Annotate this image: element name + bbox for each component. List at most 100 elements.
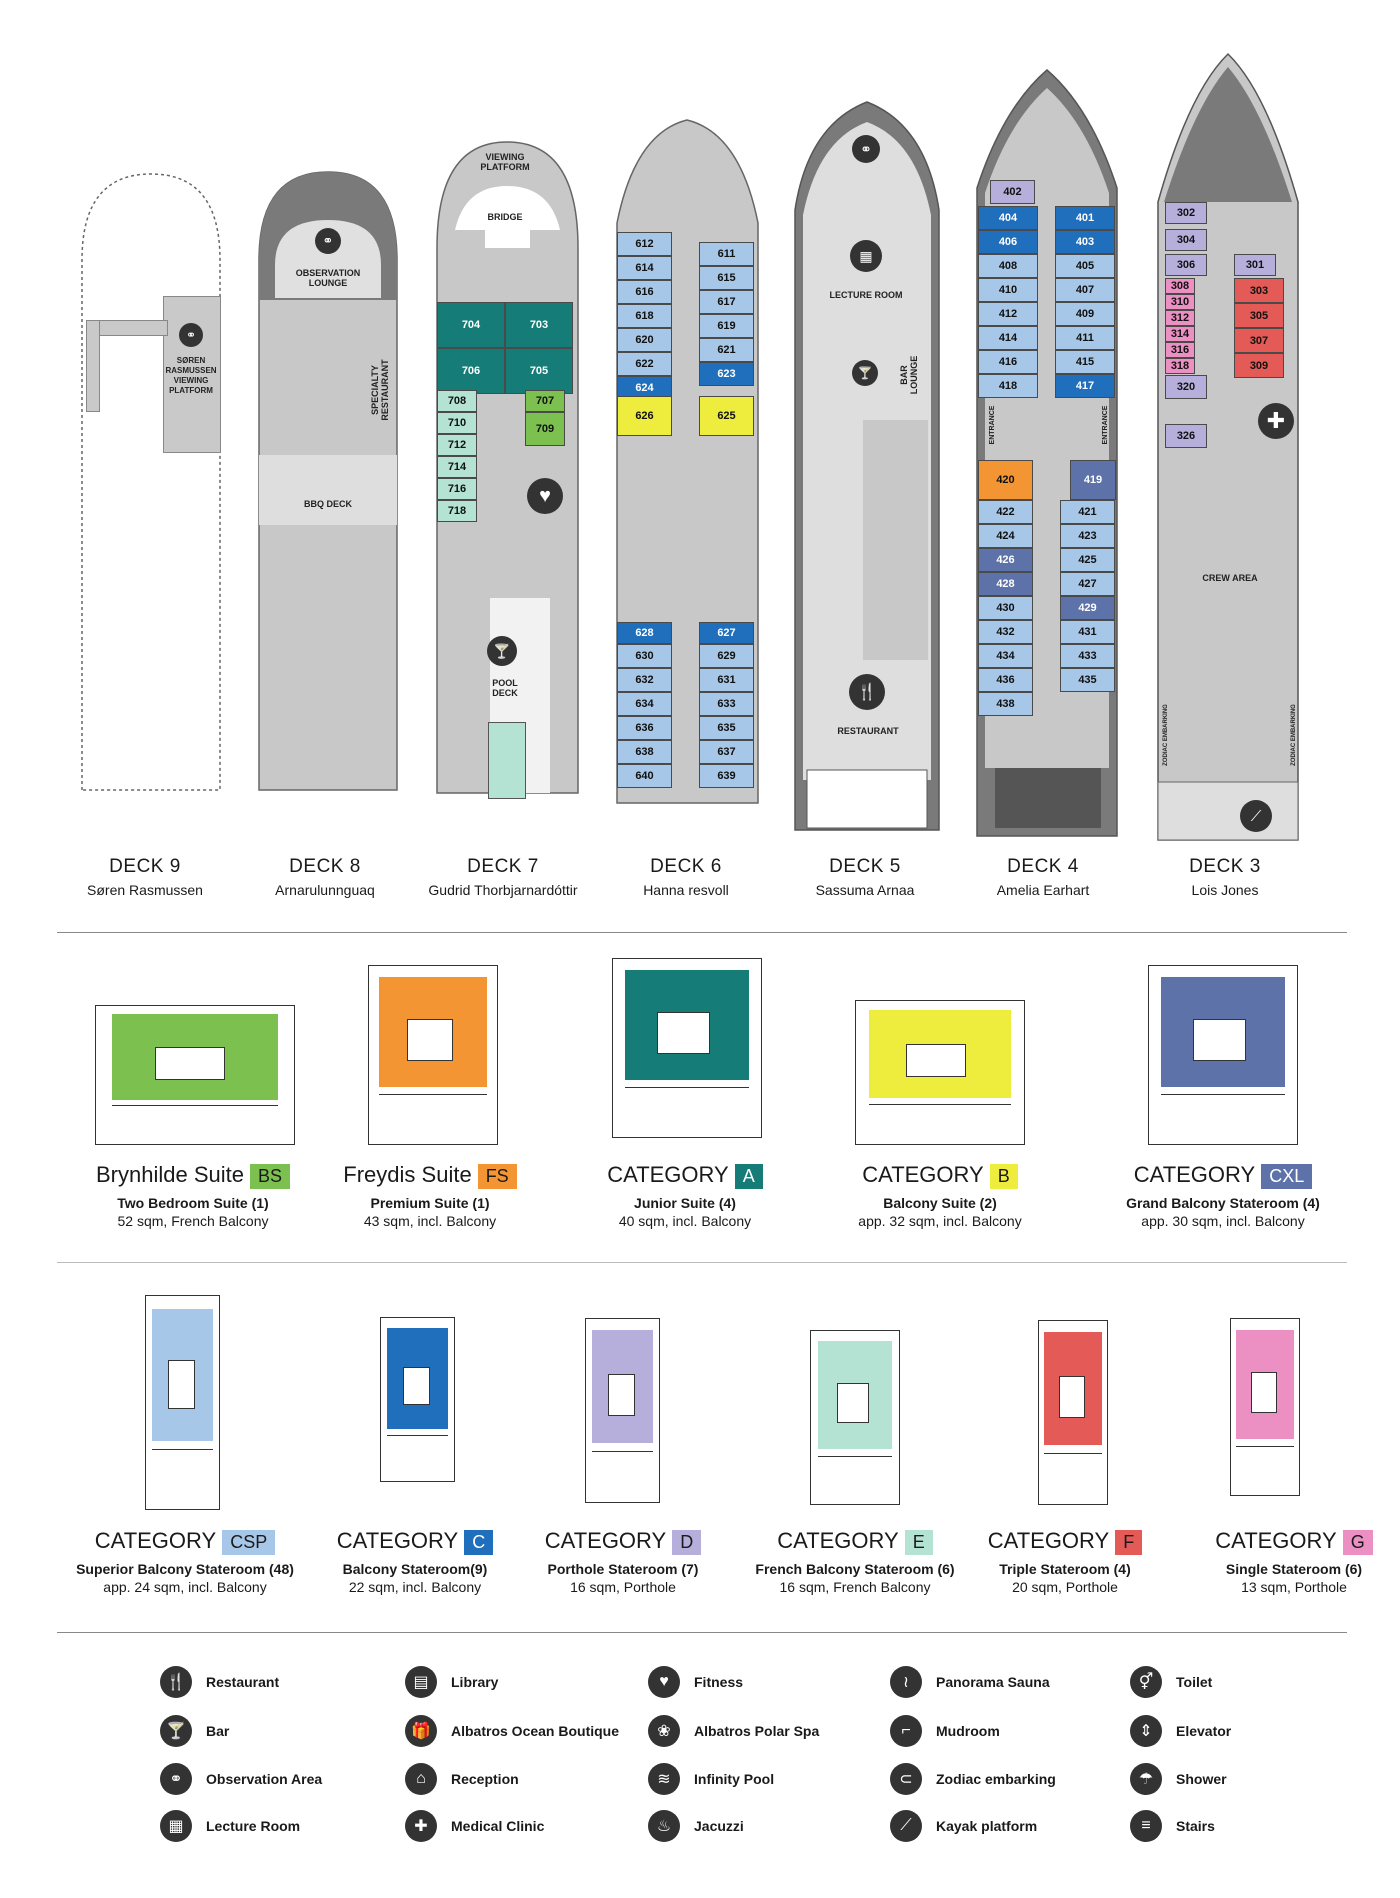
- legend-label: Infinity Pool: [694, 1770, 775, 1787]
- binoculars-icon: ⚭: [852, 135, 880, 163]
- category-name: CATEGORY: [544, 1528, 667, 1553]
- bed: [906, 1043, 966, 1078]
- deck-8-specialty-label: SPECIALTY RESTAURANT: [370, 359, 390, 421]
- legend-item: ▤Library: [405, 1666, 635, 1698]
- category-badge: B: [989, 1163, 1018, 1189]
- category-type: Grand Balcony Stateroom (4): [1126, 1195, 1320, 1211]
- cabin-633: 633: [699, 692, 754, 716]
- cabin-636: 636: [617, 716, 672, 740]
- cabin-710: 710: [437, 412, 477, 434]
- cabin-434: 434: [978, 644, 1033, 668]
- cabin-430: 430: [978, 596, 1033, 620]
- deck-name: DECK 8: [289, 856, 361, 877]
- deck-7-viewing-label: VIEWING PLATFORM: [480, 152, 530, 172]
- category-badge: D: [672, 1529, 702, 1555]
- bed: [837, 1382, 870, 1423]
- elevator-icon: ⇕: [1130, 1715, 1162, 1747]
- category-description: 16 sqm, Porthole: [570, 1579, 676, 1595]
- cabin-415: 415: [1055, 350, 1115, 374]
- floor-plan: [1148, 965, 1298, 1145]
- category-badge: FS: [477, 1163, 517, 1189]
- kayak-icon: ⟋: [1240, 800, 1272, 832]
- legend-item: ⊂Zodiac embarking: [890, 1763, 1120, 1795]
- cabin-305: 305: [1234, 303, 1284, 328]
- lecture-room-icon: ▦: [160, 1810, 192, 1842]
- cabin-427: 427: [1060, 572, 1115, 596]
- cabin-405: 405: [1055, 254, 1115, 278]
- category-badge: C: [464, 1529, 494, 1555]
- category-description: 20 sqm, Porthole: [1012, 1579, 1118, 1595]
- legend-label: Albatros Polar Spa: [694, 1722, 820, 1739]
- category-name: CATEGORY: [1215, 1528, 1337, 1553]
- deck-3-zodiac-left: ZODIAC EMBARKING: [1163, 704, 1169, 766]
- legend-item: ≡Stairs: [1130, 1810, 1360, 1842]
- cabin-303: 303: [1234, 278, 1284, 303]
- legend-label: Kayak platform: [936, 1817, 1038, 1834]
- bar-icon: 🍸: [852, 360, 878, 386]
- bed: [167, 1359, 195, 1409]
- deck-5-restaurant-label: RESTAURANT: [837, 726, 899, 736]
- bar-icon: 🍸: [160, 1715, 192, 1747]
- binoculars-icon: ⚭: [160, 1763, 192, 1795]
- cabin-409: 409: [1055, 302, 1115, 326]
- category-name: CATEGORY: [336, 1528, 459, 1553]
- cabin-623: 623: [699, 362, 754, 386]
- cabin-634: 634: [617, 692, 672, 716]
- cabin-410: 410: [978, 278, 1038, 302]
- legend-label: Zodiac embarking: [936, 1770, 1056, 1787]
- balcony-line: [386, 1435, 449, 1437]
- cabin-404: 404: [978, 206, 1038, 230]
- cabin-423: 423: [1060, 524, 1115, 548]
- legend-label: Fitness: [694, 1673, 744, 1690]
- cabin-426: 426: [978, 548, 1033, 572]
- category-name: CATEGORY: [862, 1162, 984, 1187]
- cabin-626: 626: [617, 396, 672, 436]
- divider-1: [57, 932, 1347, 933]
- cabin-326: 326: [1165, 424, 1207, 448]
- cabin-631: 631: [699, 668, 754, 692]
- category-name: CATEGORY: [1133, 1162, 1256, 1187]
- bar-icon: 🍸: [487, 636, 517, 666]
- deck-9-platform-label: SØREN RASMUSSEN VIEWING PLATFORM: [165, 356, 217, 395]
- legend-item: ✚Medical Clinic: [405, 1810, 635, 1842]
- category-type: Premium Suite (1): [370, 1195, 490, 1211]
- cabin-637: 637: [699, 740, 754, 764]
- cabin-718: 718: [437, 500, 477, 522]
- cabin-310: 310: [1165, 294, 1195, 310]
- cabin-625: 625: [699, 396, 754, 436]
- cabin-304: 304: [1165, 229, 1207, 251]
- deck-subtitle: Arnarulunnguaq: [275, 882, 375, 898]
- cabin-703: 703: [505, 302, 573, 348]
- sauna-icon: ≀: [890, 1666, 922, 1698]
- legend-item: 🍴Restaurant: [160, 1666, 390, 1698]
- deck-name: DECK 7: [467, 856, 539, 877]
- category-description: 43 sqm, incl. Balcony: [363, 1213, 497, 1229]
- cabin-419: 419: [1070, 460, 1116, 500]
- legend-label: Stairs: [1176, 1817, 1215, 1834]
- cabin-611: 611: [699, 242, 754, 266]
- cabin-302: 302: [1165, 202, 1207, 224]
- balcony-line: [1160, 1094, 1286, 1096]
- floor-plan: [1230, 1318, 1300, 1496]
- cabin-403: 403: [1055, 230, 1115, 254]
- category-badge: A: [734, 1163, 763, 1189]
- category-type: Balcony Suite (2): [883, 1195, 997, 1211]
- cabin-714: 714: [437, 456, 477, 478]
- cabin-318: 318: [1165, 358, 1195, 374]
- floor-plan: [380, 1317, 455, 1482]
- cabin-635: 635: [699, 716, 754, 740]
- bed: [402, 1366, 430, 1405]
- cabin-707: 707: [525, 390, 565, 412]
- cabin-620: 620: [617, 328, 672, 352]
- deck-8-bbq-label: BBQ DECK: [303, 499, 352, 509]
- legend-item: 🍸Bar: [160, 1715, 390, 1747]
- bed: [607, 1373, 635, 1417]
- cabin-618: 618: [617, 304, 672, 328]
- cabin-309: 309: [1234, 353, 1284, 378]
- legend-item: ⟋Kayak platform: [890, 1810, 1120, 1842]
- legend-item: ♥Fitness: [648, 1666, 878, 1698]
- balcony-line: [111, 1105, 279, 1107]
